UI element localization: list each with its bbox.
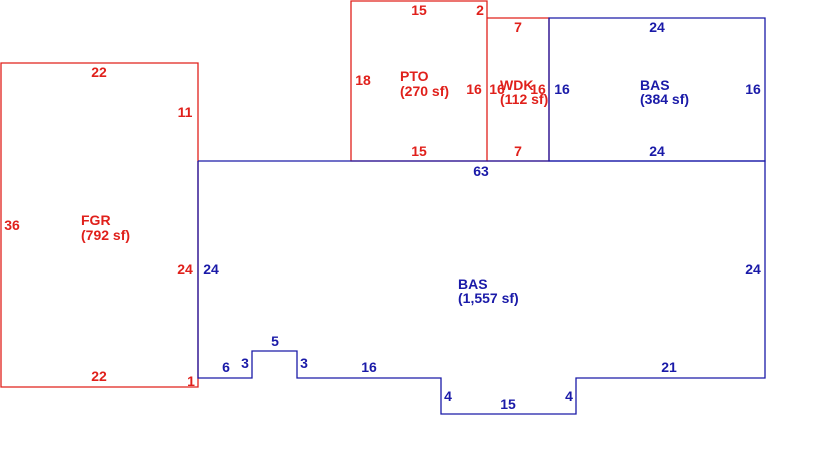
dim-bas-top: 63	[473, 163, 489, 179]
dim-fgr-right-upper: 11	[178, 104, 193, 120]
dim-fgr-corner: 1	[187, 373, 195, 389]
dim-bas-b3a: 3	[241, 355, 249, 371]
dim-fgr-right-lower: 24	[177, 261, 193, 277]
dim-pto-top: 15	[411, 2, 427, 18]
dim-bas-left: 24	[203, 261, 219, 277]
dim-pto-left: 18	[355, 72, 371, 88]
dim-wdk-right: 16	[530, 81, 546, 97]
bas-main-outline	[197, 160, 766, 415]
dim-basu-bottom: 24	[649, 143, 665, 159]
bas-main-code-label: BAS	[458, 276, 488, 292]
dim-fgr-bottom: 22	[91, 368, 107, 384]
dim-wdk-top: 7	[514, 19, 522, 35]
wdk-area-label: (112 sf)	[500, 91, 548, 107]
bas-main-area-label: (1,557 sf)	[458, 290, 519, 306]
bas-upper-area-label: (384 sf)	[640, 91, 689, 107]
dim-bas-b15: 15	[500, 396, 516, 412]
dim-bas-b4a: 4	[444, 388, 452, 404]
dim-bas-b21: 21	[661, 359, 677, 375]
dim-pto-right: 16	[466, 81, 482, 97]
pto-area-label: (270 sf)	[400, 83, 449, 99]
dim-basu-top: 24	[649, 19, 665, 35]
dim-bas-b3b: 3	[300, 355, 308, 371]
fgr-code-label: FGR	[81, 212, 111, 228]
dim-pto-top-step: 2	[476, 2, 484, 18]
fgr-outline	[0, 62, 199, 388]
dim-bas-b4b: 4	[565, 388, 573, 404]
dim-basu-left: 16	[554, 81, 570, 97]
pto-code-label: PTO	[400, 68, 429, 84]
dim-bas-b6: 6	[222, 359, 230, 375]
dim-pto-bottom: 15	[411, 143, 427, 159]
fgr-area-label: (792 sf)	[81, 227, 130, 243]
dim-bas-right: 24	[745, 261, 761, 277]
dim-fgr-left: 36	[4, 217, 20, 233]
dim-basu-right: 16	[745, 81, 761, 97]
dim-wdk-bottom: 7	[514, 143, 522, 159]
dim-bas-b5: 5	[271, 333, 279, 349]
dim-wdk-left: 16	[489, 81, 505, 97]
dim-bas-b16: 16	[361, 359, 377, 375]
dim-fgr-top: 22	[91, 64, 107, 80]
bas-upper-code-label: BAS	[640, 77, 670, 93]
wdk-code-label: WDK	[500, 77, 533, 93]
